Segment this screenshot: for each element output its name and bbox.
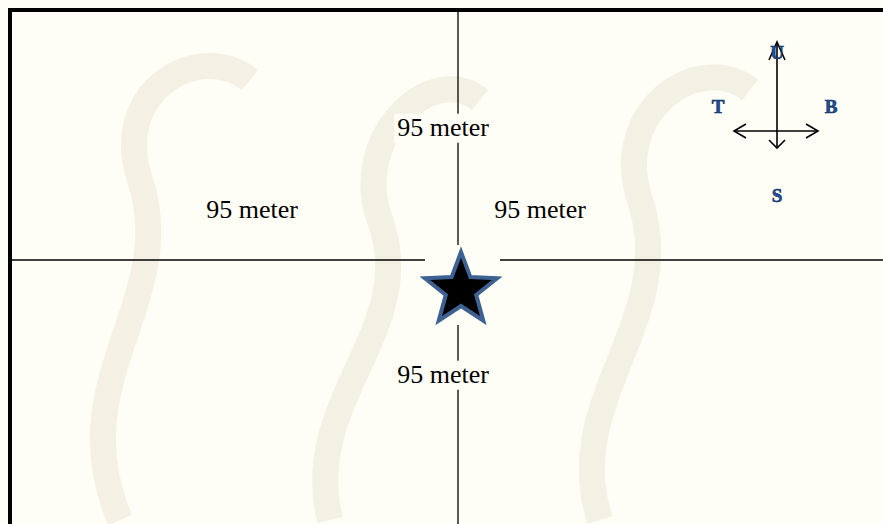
distance-label: 95 meter xyxy=(203,196,301,225)
arrow-head xyxy=(734,124,746,138)
watermark-stroke xyxy=(592,77,750,520)
road-line xyxy=(457,325,458,524)
distance-label: 95 meter xyxy=(394,114,492,143)
distance-label: 95 meter xyxy=(491,196,589,225)
compass-letter: B xyxy=(825,97,838,116)
road-line xyxy=(10,259,425,260)
compass-axis xyxy=(734,130,818,132)
location-star xyxy=(425,252,497,321)
watermark xyxy=(103,66,750,520)
compass-arrows xyxy=(734,42,818,148)
watermark-stroke xyxy=(103,66,250,520)
arrow-head xyxy=(806,124,818,138)
arrow-head xyxy=(769,140,785,148)
map-frame xyxy=(10,10,883,524)
distance-label: 95 meter xyxy=(394,361,492,390)
compass-letter: S xyxy=(772,186,783,205)
road-line xyxy=(500,259,883,260)
compass-letter: U xyxy=(770,43,784,62)
compass-letter: T xyxy=(712,97,725,116)
